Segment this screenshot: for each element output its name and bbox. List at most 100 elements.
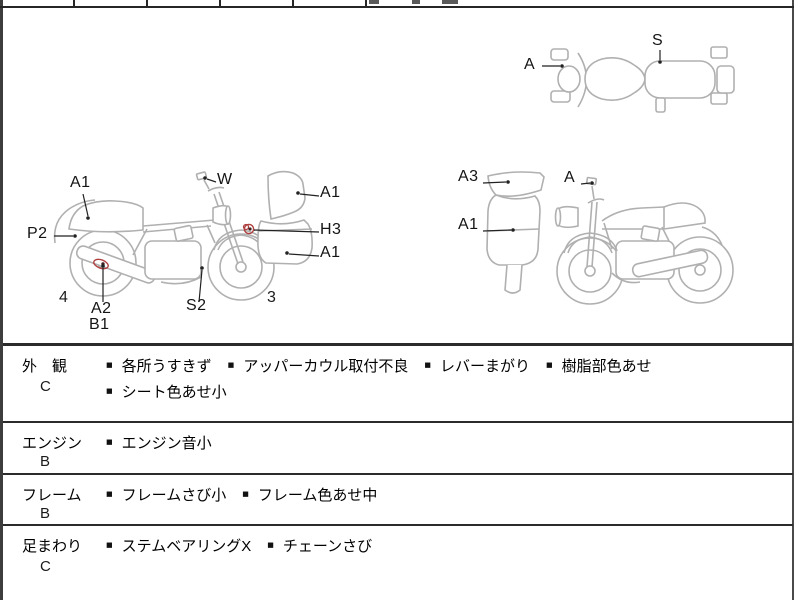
condition-item: ■シート色あせ小 <box>106 381 227 402</box>
header-cell-divider <box>219 0 221 6</box>
muffler <box>631 249 709 278</box>
damage-marker-icon-muffler <box>93 258 109 270</box>
condition-category: フレーム <box>22 487 82 504</box>
header-cell-divider <box>146 0 148 6</box>
condition-item-text: 各所うすきず <box>121 358 212 375</box>
front-wheel <box>556 237 624 305</box>
condition-item-text: レバーまがり <box>440 358 531 375</box>
left-view-outline <box>53 170 313 301</box>
tank-seat-line <box>601 206 665 222</box>
damage-code-label-s2: S2 <box>186 297 207 314</box>
bullet-square-icon: ■ <box>546 359 553 372</box>
condition-row-undercarriage: 足まわり C ■ ステムベアリングX ■チェーンさび <box>3 524 793 600</box>
condition-row-exterior: 外 観 C ■各所うすきず ■アッパーカウル取付不良 ■レバーまがり ■樹脂部色… <box>3 343 793 421</box>
condition-item-text: フレームさび小 <box>121 487 227 504</box>
condition-row-frame: フレーム B ■ フレームさび小 ■ フレーム色あせ中 <box>3 473 793 524</box>
cutoff-text-remnant <box>442 0 458 4</box>
exhaust-pipe <box>160 276 202 285</box>
condition-item-text: アッパーカウル取付不良 <box>243 358 409 375</box>
condition-item: ■ ステムベアリングX <box>106 535 251 556</box>
damage-code-label-a-topview: A <box>524 56 536 73</box>
condition-item-text: ステムベアリングX <box>121 538 252 555</box>
right-view-outline <box>486 171 734 305</box>
condition-category: 足まわり <box>22 538 83 555</box>
damage-code-label-a3: A3 <box>458 168 479 185</box>
cutoff-text-remnant <box>369 0 379 4</box>
rear-footpeg-left <box>710 46 728 59</box>
rear-footpeg-right <box>710 92 728 105</box>
bullet-square-icon: ■ <box>106 488 113 501</box>
bullet-square-icon: ■ <box>227 359 235 372</box>
footpeg <box>655 97 666 113</box>
front-wheel <box>207 233 275 301</box>
damage-code-label-a2: A2 <box>91 300 112 317</box>
cutoff-header-row <box>0 0 794 8</box>
condition-grade: C <box>40 558 51 575</box>
rear-wheel <box>666 236 734 304</box>
left-mirror <box>550 48 569 61</box>
motorcycle-top-view-drawing <box>542 46 735 113</box>
right-page-border <box>792 0 794 600</box>
seat-top <box>644 60 716 99</box>
rear-fender <box>53 199 96 244</box>
carburetor <box>173 224 194 242</box>
bullet-square-icon: ■ <box>424 359 431 372</box>
damage-code-label-a-right: A <box>564 169 576 186</box>
condition-items: ■ フレームさび小 ■ フレーム色あせ中 <box>106 484 781 505</box>
tail-section <box>716 65 735 94</box>
condition-item-text: エンジン音小 <box>121 435 212 452</box>
condition-grade: B <box>40 453 51 470</box>
bullet-square-icon: ■ <box>106 385 113 398</box>
header-cell-divider <box>292 0 294 6</box>
damage-code-label-a1-upper: A1 <box>320 184 341 201</box>
damage-code-label-h3: H3 <box>320 221 342 238</box>
condition-item: ■チェーンさび <box>267 535 372 556</box>
condition-items: ■ 各所うすきず ■ アッパーカウル取付不良 ■ レバーまがり ■ 樹脂部色あせ ■シー… <box>106 355 781 402</box>
condition-item: ■ フレームさび小 <box>106 484 226 505</box>
bullet-square-icon: ■ <box>106 436 113 449</box>
bullet-square-icon: ■ <box>242 488 249 501</box>
motorcycle-left-side-drawing <box>53 170 320 303</box>
bullet-square-icon: ■ <box>267 539 274 552</box>
rear-fender <box>701 226 723 246</box>
fuel-tank-top <box>584 57 646 101</box>
motorcycle-right-side-drawing <box>482 171 734 305</box>
header-cell-divider <box>365 0 367 6</box>
damage-code-label-w: W <box>217 171 233 188</box>
damage-code-label-a1-lower: A1 <box>320 244 341 261</box>
headlight-lens <box>224 205 232 225</box>
condition-item: ■ エンジン音小 <box>106 432 212 453</box>
photo-number-rear: 4 <box>59 289 68 306</box>
condition-item: ■ フレーム色あせ中 <box>242 484 377 505</box>
carburetor <box>640 225 661 242</box>
top-view-outline <box>550 46 735 113</box>
bullet-square-icon: ■ <box>106 539 113 552</box>
damage-code-label-a1-right: A1 <box>458 216 479 233</box>
handlebar <box>587 198 605 204</box>
condition-item-text: フレーム色あせ中 <box>257 487 378 504</box>
condition-item: ■ アッパーカウル取付不良 <box>228 355 409 376</box>
tail-cowl <box>68 200 144 233</box>
engine <box>144 240 202 280</box>
mirror-stem <box>203 179 210 190</box>
condition-category: エンジン <box>22 435 83 452</box>
pointer-lines <box>482 180 594 232</box>
condition-item-text: 樹脂部色あせ <box>561 358 652 375</box>
detached-upper-cowl <box>486 171 545 294</box>
condition-grade: B <box>40 505 51 522</box>
condition-category: 外 観 <box>22 358 68 375</box>
pointer-lines <box>542 50 662 68</box>
handlebar <box>207 186 225 192</box>
condition-items: ■ エンジン音小 <box>106 432 781 453</box>
condition-item: ■ 樹脂部色あせ <box>546 355 652 376</box>
left-page-border <box>0 0 3 600</box>
exhaust-pipe <box>611 272 641 284</box>
tail-cowl <box>663 202 706 230</box>
header-cell-divider <box>73 0 75 6</box>
damage-marker-icon-cowl-mount <box>242 223 255 235</box>
detached-upper-cowl <box>257 170 313 265</box>
condition-item: ■ レバーまがり <box>424 355 530 376</box>
damage-code-label-a1-rear: A1 <box>70 174 91 191</box>
damage-code-label-p2: P2 <box>27 225 48 242</box>
